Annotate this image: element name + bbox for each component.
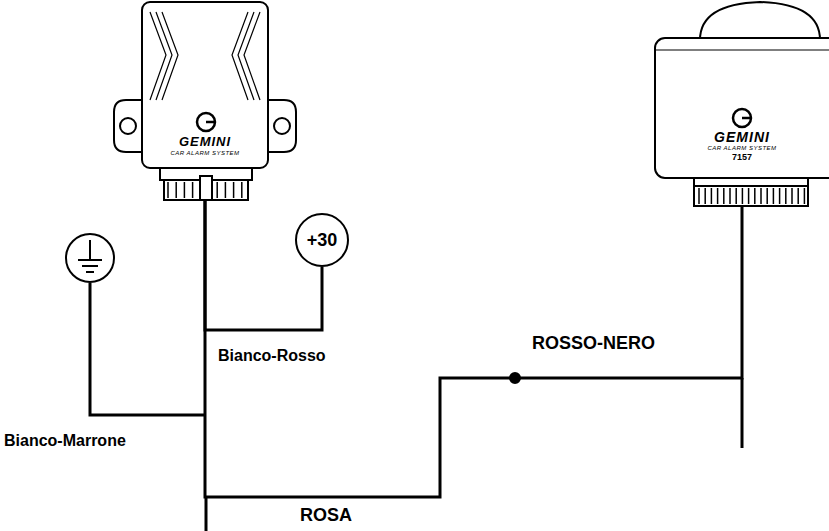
plug-pin [766,188,768,204]
plug-pin [742,188,744,204]
plug-pin [192,182,194,198]
node-text: CAR ALARM SYSTEM [170,150,239,157]
siren-unit: GEMINICAR ALARM SYSTEM7157 [655,0,829,206]
wire [205,200,742,497]
siren-plug [694,178,808,186]
plug-pin [698,188,700,204]
plug-pin [797,188,799,204]
plug-pin [717,188,719,204]
logo-g [742,117,750,120]
plug-pin [241,182,243,198]
plug-pin [711,188,713,204]
plug-pin [225,182,227,198]
wire-label: ROSA [298,505,354,526]
wire-label: ROSSO-NERO [530,333,657,354]
plug-pin [754,188,756,204]
siren-body [655,38,829,178]
plug-pin [735,188,737,204]
wire-label: Bianco-Rosso [216,347,328,365]
logo-g [197,113,215,131]
ground-symbol [78,240,102,272]
plug-pin [779,188,781,204]
wire-trunk [741,378,744,448]
node-text: 7157 [732,152,752,162]
plug-pin [785,188,787,204]
node-text: +30 [307,230,338,251]
plug-pin [704,188,706,204]
supply-terminal: +30 [295,213,349,267]
plug-pin [804,188,806,204]
plug-pin [167,182,169,198]
mounting-hole [120,118,136,134]
node-text: CAR ALARM SYSTEM [707,145,776,152]
plug-pin [748,188,750,204]
plug-pin [791,188,793,204]
plug-pin [175,182,177,198]
plug-pin [216,182,218,198]
plug-pin [760,188,762,204]
wire-trunk [205,497,208,531]
siren-rim [655,49,829,50]
ground-symbol [66,234,114,282]
brand-name: GEMINI [714,129,770,145]
mounting-ear [114,100,142,152]
plug-pin [184,182,186,198]
plug-pin [729,188,731,204]
wire-label: Bianco-Marrone [2,432,128,450]
plug-pin [773,188,775,204]
siren-dome [700,2,820,40]
logo-g [733,109,751,127]
brand-name: GEMINI [179,135,231,150]
ground-wire [90,283,206,415]
plug-latch [200,176,212,200]
module-body [142,2,268,168]
siren-plug [694,186,808,206]
plug-pin [233,182,235,198]
mounting-hole [274,118,290,134]
plug-pin [723,188,725,204]
module-relief [150,12,260,100]
alarm-module: GEMINICAR ALARM SYSTEM [142,2,268,200]
logo-g [206,121,214,124]
mounting-ear [268,100,296,152]
